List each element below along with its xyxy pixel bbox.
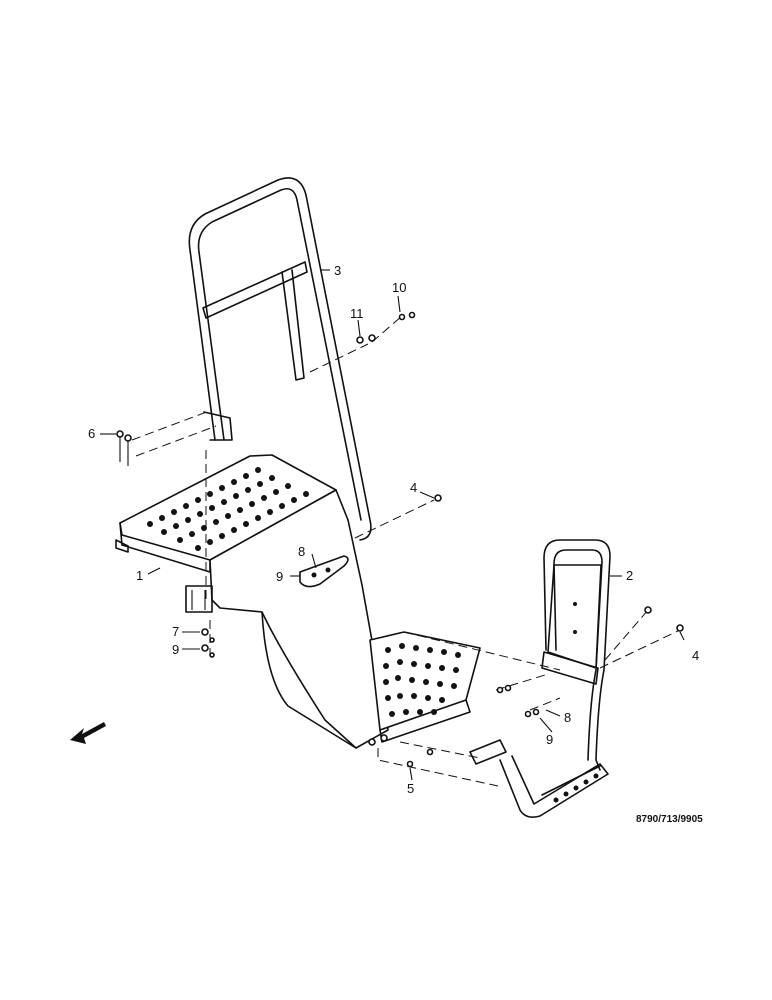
callout-4-upper: 4 [410,480,417,495]
callout-7: 7 [172,624,179,639]
callout-1: 1 [136,568,143,583]
callout-6: 6 [88,426,95,441]
fasteners [116,311,684,768]
bracket-plate [299,555,349,588]
step-platform [115,454,481,749]
callout-9-right: 9 [546,732,553,747]
fixing-lines [131,315,681,787]
callout-4-right: 4 [692,648,699,663]
callout-3: 3 [334,263,341,278]
callout-9-left: 9 [172,642,179,657]
handrail-large [188,177,372,541]
lower-tread-holes [383,643,461,717]
callout-8-right: 8 [564,710,571,725]
callout-10: 10 [392,280,406,295]
upper-tread-holes [147,467,309,551]
callout-8-center: 8 [298,544,305,559]
callout-2: 2 [626,568,633,583]
handrail-small [469,539,611,818]
leader-lines [100,269,685,781]
callout-11: 11 [350,306,364,321]
drawing-number: 8790/713/9905 [636,814,703,825]
callout-9-center: 9 [276,569,283,584]
callout-5: 5 [407,781,414,796]
direction-arrow-icon [70,722,106,744]
